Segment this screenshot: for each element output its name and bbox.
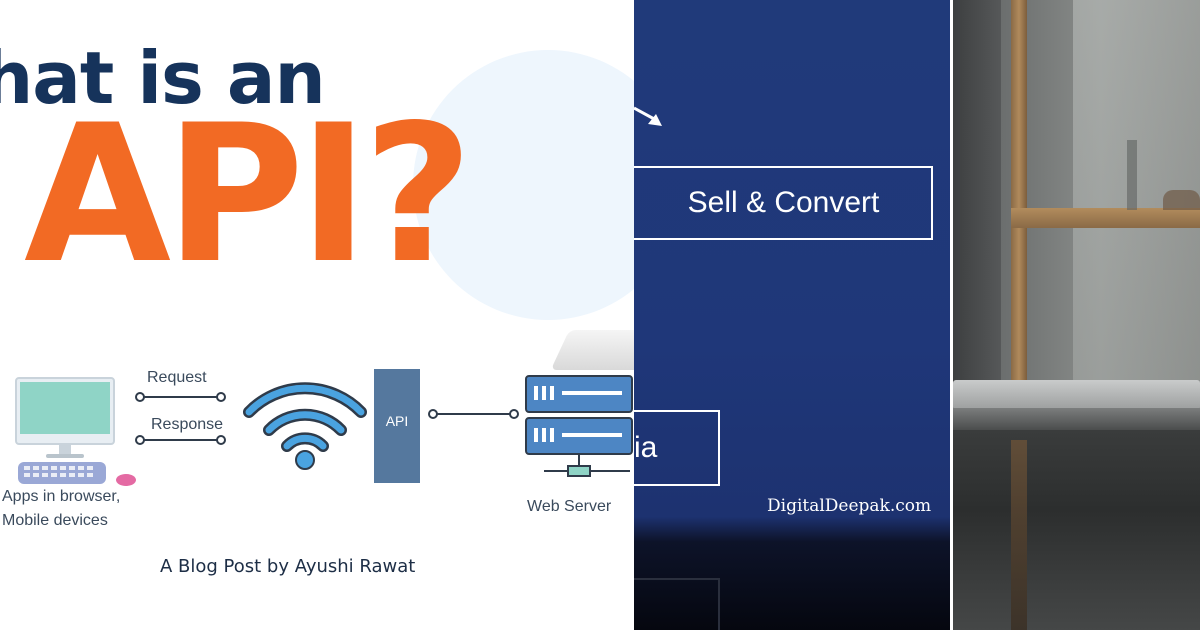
blog-byline: A Blog Post by Ayushi Rawat bbox=[160, 556, 416, 577]
server-label: Web Server bbox=[527, 498, 612, 515]
title-what-is-an: hat is an bbox=[0, 36, 326, 120]
request-connector bbox=[135, 392, 226, 402]
api-server-connector bbox=[428, 409, 519, 419]
request-label: Request bbox=[147, 369, 207, 386]
media-label: ia bbox=[634, 431, 658, 464]
desk-surface bbox=[953, 430, 1200, 630]
sell-convert-box bbox=[634, 166, 933, 240]
response-connector bbox=[135, 435, 226, 445]
client-label: Apps in browser, Mobile devices bbox=[2, 485, 120, 533]
laptop-edge bbox=[953, 408, 1200, 430]
desk-photo bbox=[953, 0, 1200, 630]
wifi-icon bbox=[243, 382, 367, 470]
sell-convert-label: Sell & Convert bbox=[687, 186, 880, 219]
api-diagram: Request Response API bbox=[0, 360, 634, 540]
computer-icon bbox=[15, 377, 136, 486]
response-label: Response bbox=[151, 416, 224, 433]
arrow-icon bbox=[634, 106, 662, 126]
background-circle bbox=[413, 50, 634, 320]
api-blog-graphic: hat is an API? bbox=[0, 36, 634, 577]
media-box bbox=[634, 410, 720, 486]
client-label-line1: Apps in browser, bbox=[2, 488, 121, 505]
panel-divider bbox=[950, 0, 953, 630]
title-api: API? bbox=[24, 84, 473, 305]
brand-watermark: DigitalDeepak.com bbox=[767, 496, 932, 516]
server-icon bbox=[525, 375, 633, 477]
shelf-object bbox=[1163, 190, 1200, 210]
laptop bbox=[953, 380, 1200, 410]
blurred-bottle bbox=[1127, 140, 1137, 210]
shelf-board bbox=[1011, 208, 1200, 228]
desk-reflection bbox=[1011, 440, 1027, 630]
api-box: API bbox=[374, 369, 420, 483]
client-label-line2: Mobile devices bbox=[2, 512, 108, 529]
digitaldeepak-slide: Sell & Convert ia DigitalDeepak.com bbox=[634, 0, 950, 630]
reflection-box bbox=[634, 578, 720, 630]
